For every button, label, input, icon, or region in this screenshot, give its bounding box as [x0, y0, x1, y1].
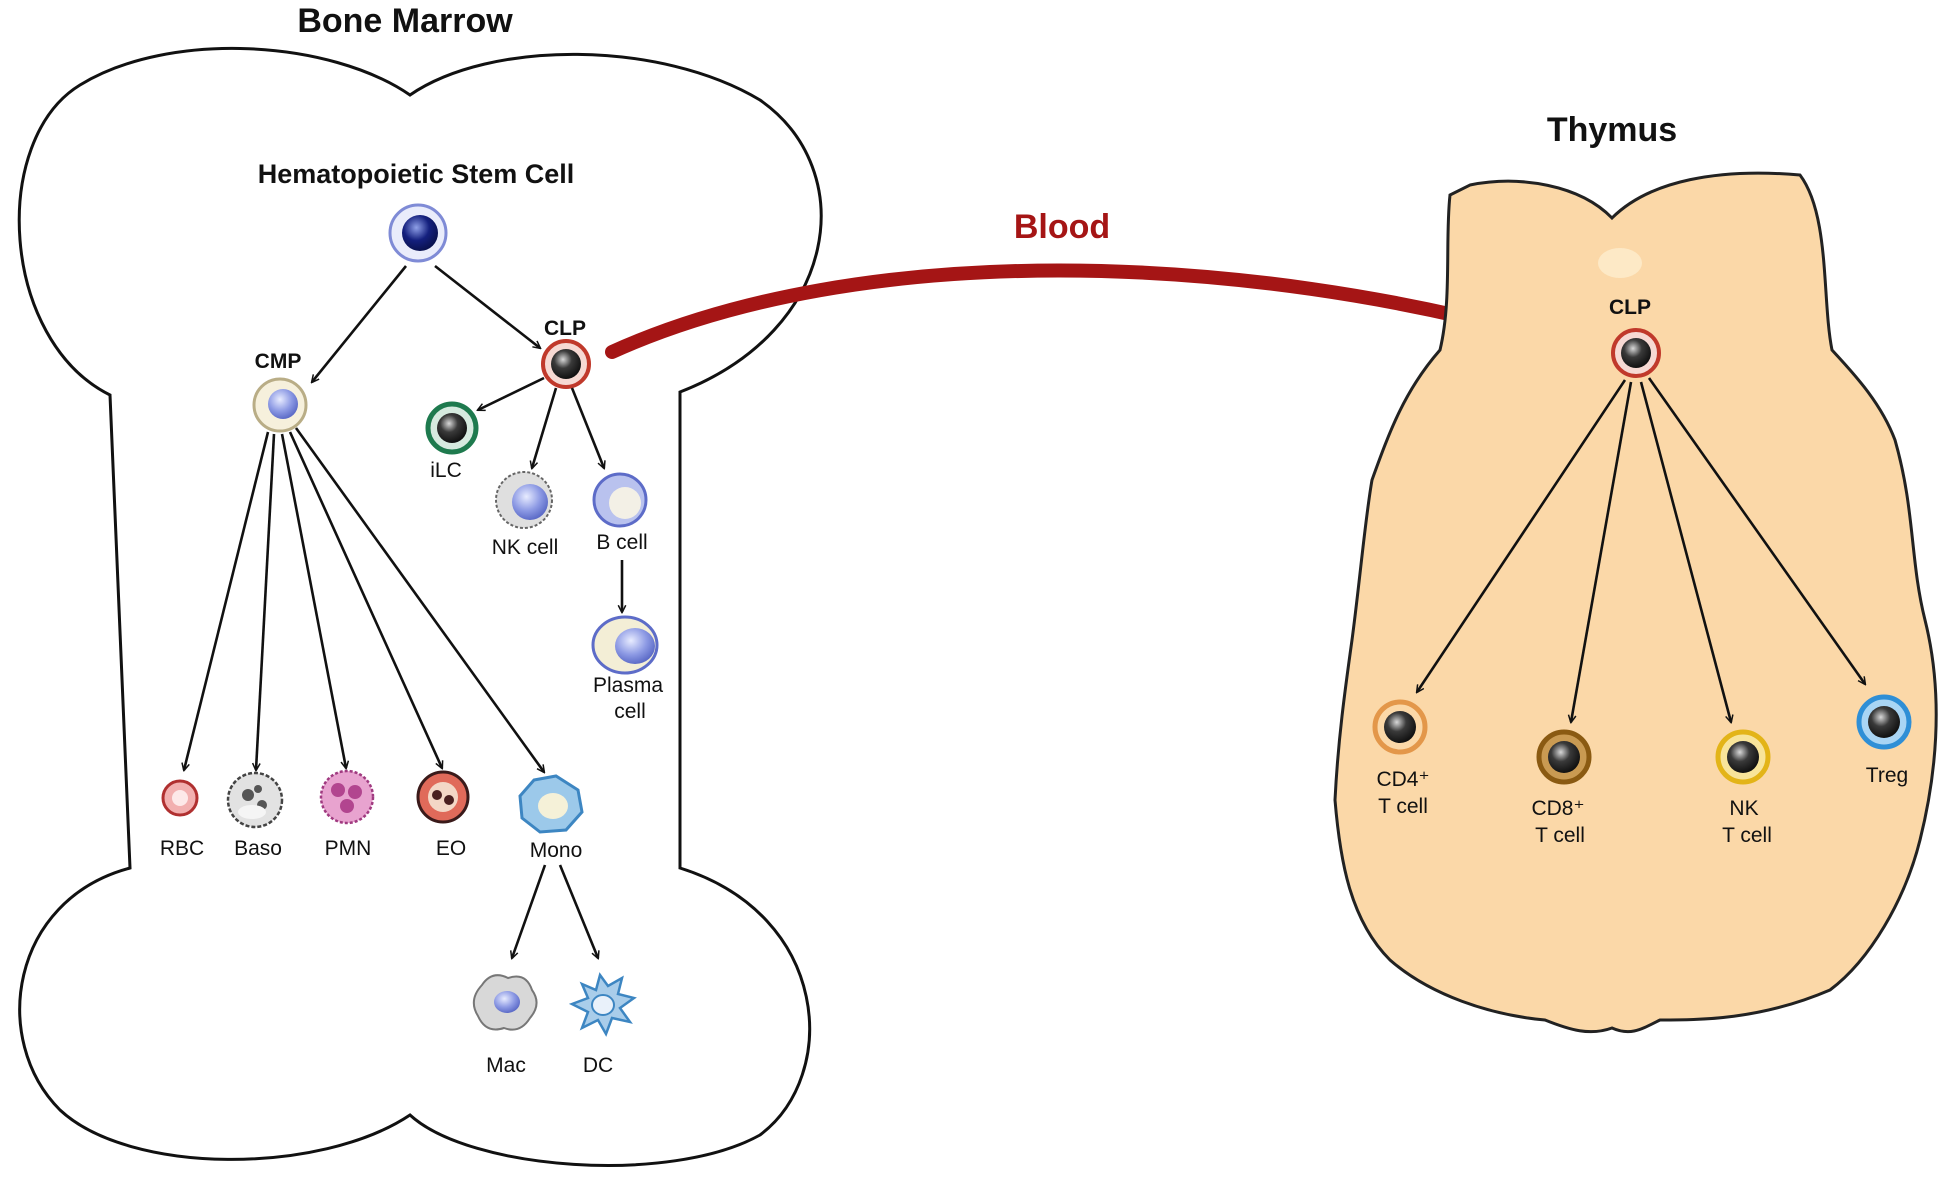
nkt-cell — [1715, 729, 1771, 785]
thymus-title: Thymus — [1547, 111, 1677, 149]
cd4-label-2: T cell — [1378, 795, 1428, 818]
baso-label: Baso — [234, 837, 282, 860]
arrow-hsc-clp — [434, 264, 540, 348]
arrow-cmp-pmn — [280, 433, 346, 768]
nk-cell — [495, 471, 553, 529]
arrow-hsc-cmp — [312, 265, 408, 382]
cd4-cell — [1372, 699, 1428, 755]
blood-label: Blood — [1014, 208, 1110, 246]
thymus-highlight — [1598, 248, 1642, 278]
cmp-label: CMP — [255, 350, 302, 373]
arrow-cmp-eo — [288, 431, 442, 768]
nkt-label-2: T cell — [1722, 824, 1772, 847]
b-label: B cell — [596, 531, 647, 554]
plasma-label-1: Plasma — [593, 674, 663, 697]
baso-cell — [226, 771, 284, 829]
rbc-cell — [161, 779, 199, 817]
treg-cell — [1856, 694, 1912, 750]
rbc-label: RBC — [160, 837, 204, 860]
ilc-label: iLC — [430, 459, 462, 482]
cd8-cell — [1536, 729, 1592, 785]
cmp-cell — [252, 377, 308, 433]
pmn-cell — [319, 769, 375, 825]
thymus-clp-label: CLP — [1609, 296, 1651, 319]
arrow-cmp-rbc — [184, 431, 270, 770]
arrow-clp-nk — [532, 387, 558, 468]
arrow-clp-nkt — [1639, 381, 1731, 722]
b-cell — [592, 472, 648, 528]
dc-label: DC — [583, 1054, 613, 1077]
hsc-label: Hematopoietic Stem Cell — [258, 159, 575, 189]
plasma-cell — [591, 615, 659, 675]
clp-label: CLP — [544, 317, 586, 340]
arrow-mono-mac — [512, 864, 547, 958]
nk-label: NK cell — [492, 536, 559, 559]
mac-cell — [472, 974, 538, 1031]
pmn-label: PMN — [325, 837, 372, 860]
ilc-cell — [425, 401, 479, 455]
dc-cell — [568, 972, 637, 1037]
arrow-clp-ilc — [478, 376, 545, 410]
mac-label: Mac — [486, 1054, 526, 1077]
plasma-label-2: cell — [614, 700, 646, 723]
clp-cell — [541, 339, 591, 389]
arrow-clp-treg — [1647, 377, 1865, 684]
bone-marrow-title: Bone Marrow — [297, 2, 513, 40]
mono-label: Mono — [530, 839, 583, 862]
thymus-clp-cell — [1611, 328, 1661, 378]
eo-cell — [416, 770, 470, 824]
arrow-cmp-mono — [294, 427, 544, 772]
cd8-label-2: T cell — [1535, 824, 1585, 847]
arrow-clp-cd4 — [1417, 379, 1627, 692]
arrow-clp-b — [570, 387, 604, 468]
thymus-outline — [1333, 171, 1938, 1034]
cd8-label-1: CD8⁺ — [1531, 797, 1584, 820]
bone-outline — [17, 46, 823, 1167]
mono-cell — [518, 774, 584, 834]
treg-label: Treg — [1866, 764, 1908, 787]
arrow-clp-cd8 — [1571, 381, 1633, 722]
nkt-label-1: NK — [1729, 797, 1758, 820]
arrow-cmp-baso — [256, 433, 276, 770]
cd4-label-1: CD4⁺ — [1376, 768, 1429, 791]
hsc-cell — [388, 203, 448, 263]
blood-arrow — [605, 263, 1567, 359]
arrow-mono-dc — [558, 864, 598, 958]
eo-label: EO — [436, 837, 466, 860]
